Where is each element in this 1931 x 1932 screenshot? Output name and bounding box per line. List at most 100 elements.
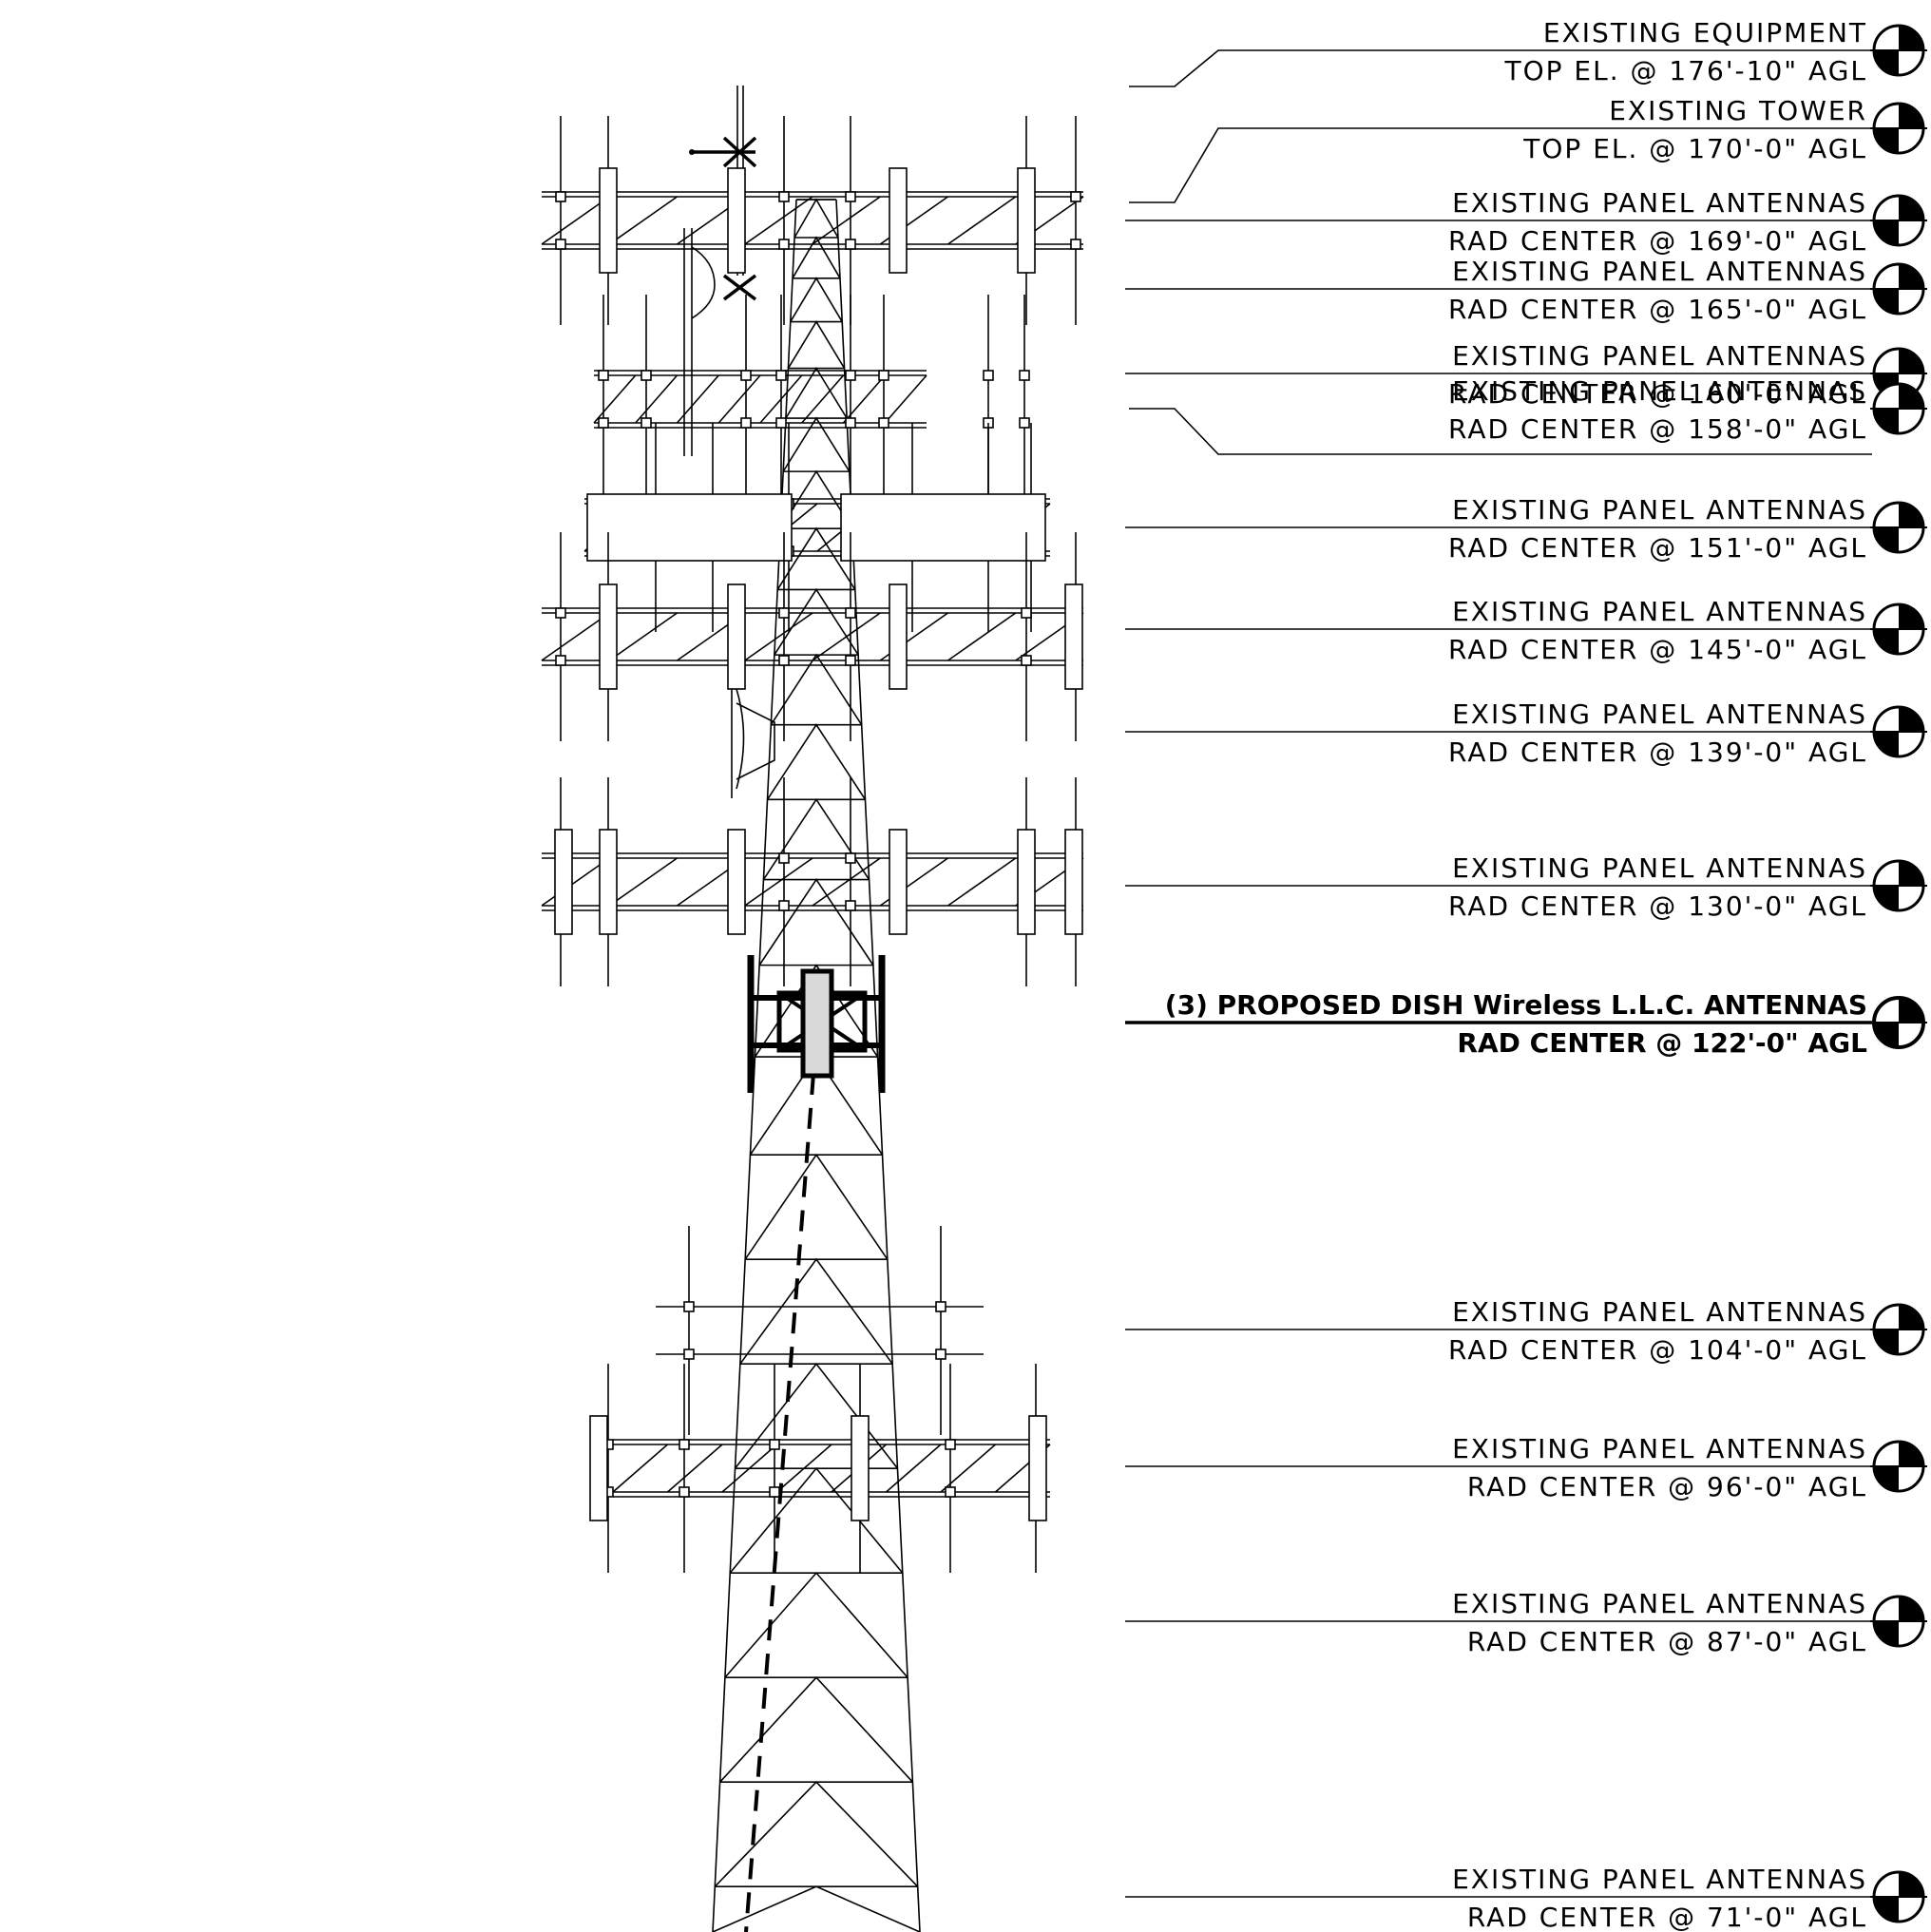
callout-title: EXISTING PANEL ANTENNAS — [1452, 698, 1867, 730]
callout-elevation: RAD CENTER @ 158'-0" AGL — [1448, 413, 1867, 445]
tower-diagonal-brace — [793, 198, 839, 239]
pipe-clamp — [640, 417, 652, 429]
callout-title: EXISTING PANEL ANTENNAS — [1452, 494, 1867, 526]
elevation-marker-icon — [1870, 501, 1927, 554]
callout-elevation: RAD CENTER @ 104'-0" AGL — [1448, 1334, 1867, 1366]
pipe-clamp — [683, 1349, 695, 1360]
pipe-clamp — [1021, 655, 1032, 666]
pipe-clamp — [1070, 239, 1081, 250]
tower-diagonal-brace — [744, 1153, 889, 1260]
pipe-clamp — [1021, 607, 1032, 619]
tower-diagonal-brace — [792, 236, 841, 279]
pipe-clamp — [769, 1439, 780, 1450]
microwave-dish-icon — [731, 688, 775, 798]
tower-diagonal-brace — [782, 416, 851, 472]
equipment-frame — [840, 493, 1046, 562]
leader-line — [1129, 49, 1872, 87]
pipe-clamp — [778, 900, 790, 911]
panel-antenna — [1064, 583, 1083, 690]
pipe-clamp — [1019, 370, 1030, 381]
panel-antenna — [599, 167, 618, 274]
elevation-marker-icon — [1870, 194, 1927, 247]
pipe-clamp — [778, 191, 790, 202]
elevation-marker-icon — [1870, 24, 1927, 77]
mount-diagonal — [717, 374, 761, 424]
callout-title: EXISTING PANEL ANTENNAS — [1452, 596, 1867, 627]
pipe-clamp — [598, 370, 609, 381]
mount-diagonal — [593, 374, 637, 424]
callout-elevation: RAD CENTER @ 71'-0" AGL — [1467, 1902, 1867, 1932]
mount-diagonal — [612, 1444, 669, 1493]
panel-antenna — [727, 167, 746, 274]
mount-diagonal — [744, 196, 813, 245]
panel-antenna — [589, 1415, 608, 1521]
pipe-clamp — [769, 1486, 780, 1498]
elevation-marker-icon — [1870, 603, 1927, 656]
panel-antenna — [889, 583, 908, 690]
mount-level — [589, 1364, 1051, 1573]
proposed-dish-antenna-mount — [747, 955, 886, 1093]
tower-diagonal-brace — [739, 1257, 893, 1365]
callout-elevation: RAD CENTER @ 122'-0" AGL — [1457, 1027, 1867, 1059]
pipe-clamp — [945, 1486, 956, 1498]
panel-antenna — [1028, 1415, 1047, 1521]
pipe-clamp — [640, 370, 652, 381]
mount-level — [583, 423, 1051, 632]
tower-diagonal-brace — [754, 964, 879, 1058]
panel-antenna — [889, 829, 908, 935]
tower-diagonal-brace — [776, 526, 856, 590]
pipe-clamp — [679, 1486, 690, 1498]
panel-antenna — [889, 167, 908, 274]
elevation-marker-icon — [1870, 1440, 1927, 1493]
elevation-marker-icon — [1870, 1870, 1927, 1923]
tower-diagonal-brace — [766, 723, 867, 800]
mount-diagonal — [884, 374, 927, 424]
callout-elevation: TOP EL. @ 170'-0" AGL — [1522, 133, 1867, 164]
pipe-clamp — [778, 607, 790, 619]
pipe-clamp — [740, 370, 752, 381]
pipe-clamp — [845, 900, 856, 911]
pipe-clamp — [845, 417, 856, 429]
panel-antenna — [727, 829, 746, 935]
pipe-clamp — [845, 370, 856, 381]
callout-title: EXISTING PANEL ANTENNAS — [1452, 1588, 1867, 1619]
callout-title: EXISTING PANEL ANTENNAS — [1452, 852, 1867, 884]
pipe-clamp — [775, 417, 787, 429]
tower-diagonal-brace — [774, 587, 859, 656]
elevation-callout: EXISTING PANEL ANTENNAS RAD CENTER @ 87'-… — [1125, 1588, 1927, 1657]
mount-diagonal — [721, 1444, 778, 1493]
leader-line — [1129, 127, 1872, 203]
pipe-clamp — [845, 607, 856, 619]
callout-elevation: RAD CENTER @ 87'-0" AGL — [1467, 1626, 1867, 1657]
mount-level — [541, 532, 1084, 741]
elevation-marker-icon — [1870, 1595, 1927, 1648]
pipe-clamp — [845, 239, 856, 250]
panel-antenna — [1017, 167, 1036, 274]
elevation-marker-icon — [1870, 102, 1927, 155]
panel-antenna — [599, 583, 618, 690]
elevation-marker-icon — [1870, 1303, 1927, 1356]
tower-diagonal-brace — [758, 878, 874, 966]
tower-diagonal-brace — [762, 797, 870, 880]
elevation-callout: EXISTING PANEL ANTENNAS RAD CENTER @ 139'… — [1125, 698, 1927, 768]
pipe-clamp — [778, 852, 790, 864]
pipe-clamp — [845, 852, 856, 864]
pipe-clamp — [935, 1349, 946, 1360]
elevation-callout: EXISTING PANEL ANTENNAS RAD CENTER @ 158'… — [1129, 375, 1927, 455]
mount-diagonal — [608, 196, 678, 245]
callout-title: (3) PROPOSED DISH Wireless L.L.C. ANTENN… — [1165, 989, 1867, 1021]
mount-diagonal — [812, 612, 881, 661]
mount-diagonal — [812, 857, 881, 907]
callout-title: EXISTING PANEL ANTENNAS — [1452, 187, 1867, 219]
callout-elevation: RAD CENTER @ 151'-0" AGL — [1448, 532, 1867, 564]
mount-level — [541, 116, 1084, 325]
callout-elevation: TOP EL. @ 176'-10" AGL — [1503, 55, 1867, 86]
callout-elevation: RAD CENTER @ 139'-0" AGL — [1448, 736, 1867, 768]
callout-title: EXISTING PANEL ANTENNAS — [1452, 375, 1867, 407]
mount-level — [593, 295, 1030, 504]
